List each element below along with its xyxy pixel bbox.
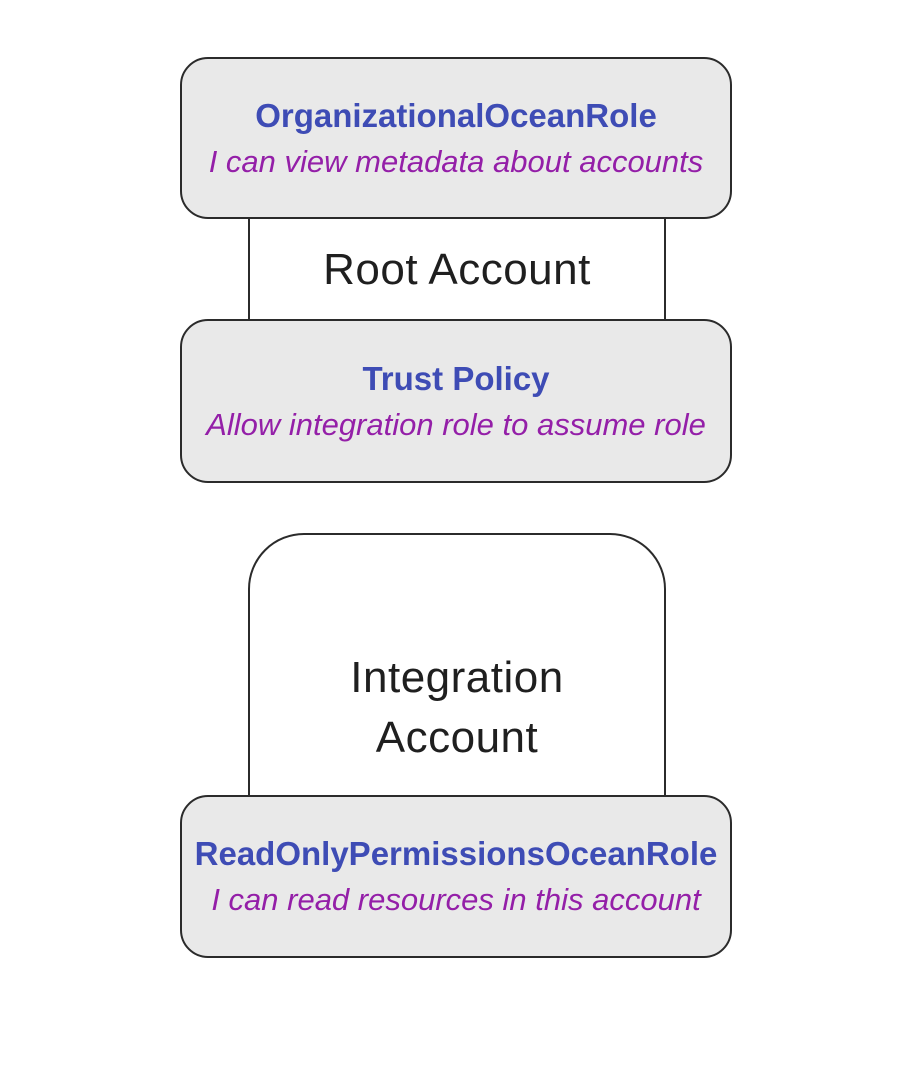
node-subtitle: Allow integration role to assume role: [206, 406, 706, 442]
node-subtitle: I can view metadata about accounts: [208, 143, 704, 179]
node-title: OrganizationalOceanRole: [255, 96, 657, 134]
root-account-label: Root Account: [323, 245, 591, 294]
integration-account-label-text: Integration Account: [350, 653, 564, 762]
node-organizational-ocean-role: OrganizationalOceanRole I can view metad…: [180, 57, 732, 219]
node-title: Trust Policy: [362, 359, 550, 397]
node-trust-policy: Trust Policy Allow integration role to a…: [180, 319, 732, 483]
node-subtitle: I can read resources in this account: [211, 882, 701, 918]
node-readonly-permissions-ocean-role: ReadOnlyPermissionsOceanRole I can read …: [180, 795, 732, 958]
integration-account-label: Integration Account: [248, 648, 666, 768]
node-title: ReadOnlyPermissionsOceanRole: [194, 835, 718, 873]
